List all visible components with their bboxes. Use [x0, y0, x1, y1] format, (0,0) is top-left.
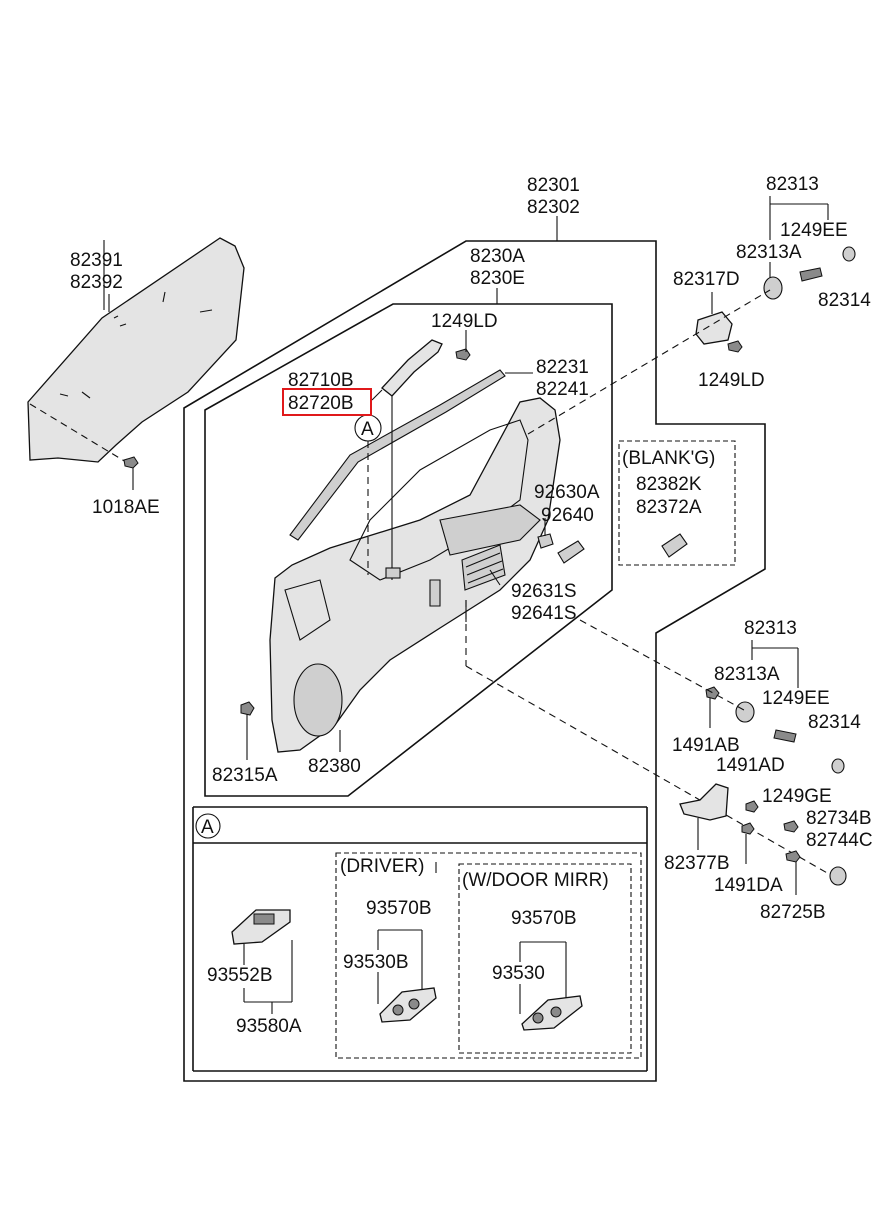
- label-1249LD-upper: 1249LD: [431, 311, 498, 332]
- callout-a-label: A: [361, 419, 374, 440]
- label-1249EE-upper: 1249EE: [780, 220, 848, 241]
- clip-1491DA: [741, 822, 755, 835]
- cap-82744C: [829, 866, 847, 886]
- blanking-cover-82382K: [661, 533, 688, 558]
- screw-1249GE: [783, 820, 799, 833]
- label-1491AD: 1491AD: [716, 755, 785, 776]
- label-82315A: 82315A: [212, 765, 278, 786]
- label-82241: 82241: [536, 379, 589, 400]
- screw-1249LD-lower: [727, 340, 743, 353]
- label-82734B: 82734B: [806, 808, 872, 829]
- label-92631S: 92631S: [511, 581, 577, 602]
- door-panel-82391: [27, 237, 245, 463]
- screw-82734B: [785, 850, 801, 863]
- blanking-option-box: [618, 440, 736, 566]
- label-82313-upper: 82313: [766, 174, 819, 195]
- clip-1491AD: [745, 800, 759, 813]
- label-82380: 82380: [308, 756, 361, 777]
- label-82301: 82301: [527, 175, 580, 196]
- pull-cup-92630A: [537, 533, 554, 549]
- screw-1249EE-lower: [773, 729, 797, 743]
- sub-assembly-outline-8230A: [204, 303, 613, 797]
- label-1491AB: 1491AB: [672, 735, 740, 756]
- grommet-82313A-lower: [735, 701, 755, 723]
- label-82314-lower: 82314: [808, 712, 861, 733]
- nut-82314-upper: [842, 246, 856, 262]
- speaker-grille-82380: [293, 663, 343, 737]
- highlight-82720B: [282, 388, 372, 416]
- label-93570B-mirror: 93570B: [511, 908, 577, 929]
- label-82317D: 82317D: [673, 269, 740, 290]
- grille-92631S: [461, 544, 506, 591]
- label-93570B-driver: 93570B: [366, 898, 432, 919]
- label-92641S: 92641S: [511, 603, 577, 624]
- label-82231: 82231: [536, 357, 589, 378]
- label-82382K: 82382K: [636, 474, 702, 495]
- nut-82314-lower: [831, 758, 845, 774]
- label-82302: 82302: [527, 197, 580, 218]
- label-93552B: 93552B: [207, 965, 273, 986]
- label-1491DA: 1491DA: [714, 875, 783, 896]
- label-82314-upper: 82314: [818, 290, 871, 311]
- label-82725B: 82725B: [760, 902, 826, 923]
- driver-option-box: [335, 852, 642, 1059]
- label-82744C: 82744C: [806, 830, 873, 851]
- door-trim-panel-8230A: [269, 397, 561, 753]
- label-door-mirror: (W/DOOR MIRR): [462, 870, 609, 891]
- label-93530B: 93530B: [343, 952, 409, 973]
- label-93580A: 93580A: [236, 1016, 302, 1037]
- label-82710B: 82710B: [288, 370, 354, 391]
- label-82720B: 82720B: [288, 393, 354, 414]
- label-blanking: (BLANK'G): [622, 448, 715, 469]
- label-82392: 82392: [70, 272, 123, 293]
- detail-a-label: A: [201, 817, 214, 838]
- grommet-82313A-upper: [763, 276, 783, 300]
- label-82313-lower: 82313: [744, 618, 797, 639]
- handle-cover: [385, 567, 401, 579]
- label-82313A-lower: 82313A: [714, 664, 780, 685]
- label-82313A-upper: 82313A: [736, 242, 802, 263]
- label-82391: 82391: [70, 250, 123, 271]
- screw-1249EE-upper: [799, 267, 823, 282]
- label-1249LD-lower: 1249LD: [698, 370, 765, 391]
- grip-handle-82710B: [381, 339, 443, 397]
- label-1018AE: 1018AE: [92, 497, 160, 518]
- label-8230A: 8230A: [470, 246, 525, 267]
- clip-1491AB: [705, 686, 720, 700]
- switch-93530B: [379, 987, 437, 1023]
- door-mirror-option-box: [458, 863, 632, 1054]
- screw-1018AE: [123, 456, 139, 469]
- label-82372A: 82372A: [636, 497, 702, 518]
- label-92630A: 92630A: [534, 482, 600, 503]
- lamp-lens-92640: [557, 540, 585, 564]
- label-8230E: 8230E: [470, 268, 525, 289]
- label-1249EE-lower: 1249EE: [762, 688, 830, 709]
- label-82377B: 82377B: [664, 853, 730, 874]
- label-driver: (DRIVER): [340, 856, 424, 877]
- switch-93552B: [231, 909, 291, 945]
- assembly-outline-82301: [183, 240, 766, 1082]
- label-92640: 92640: [541, 505, 594, 526]
- label-93530: 93530: [492, 963, 545, 984]
- screw-1249LD-upper: [455, 348, 471, 361]
- armrest-panel: [439, 504, 541, 556]
- bracket-82317D: [695, 311, 733, 345]
- detail-a-circle: [195, 813, 221, 839]
- clip-82315A: [240, 701, 255, 716]
- weatherstrip-82231: [289, 369, 506, 541]
- label-1249GE: 1249GE: [762, 786, 832, 807]
- bracket-82377B: [679, 783, 729, 821]
